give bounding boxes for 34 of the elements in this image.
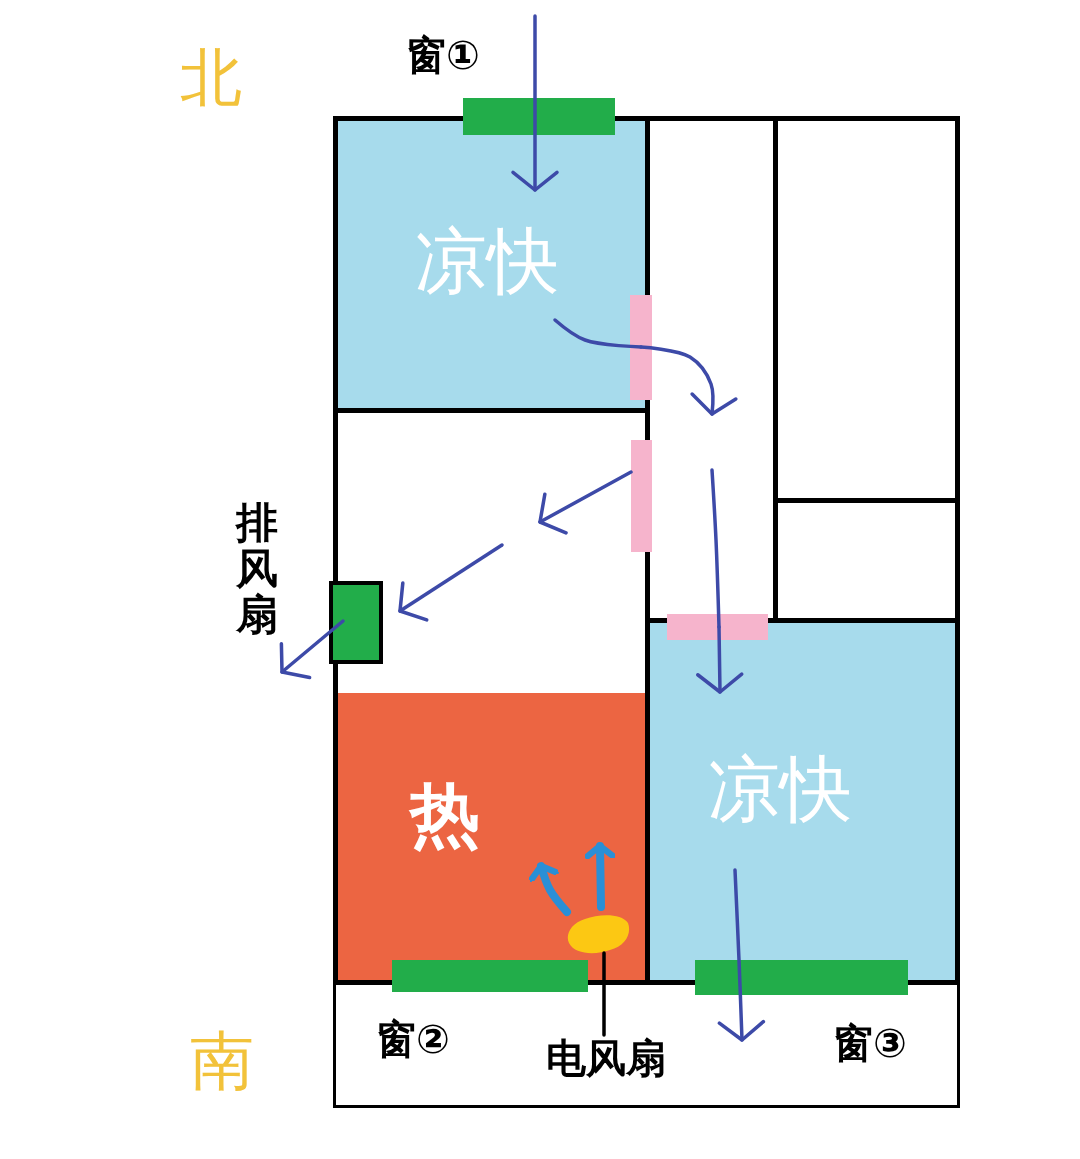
window-bar [463,98,615,135]
fan-label: 电风扇 [536,1035,675,1082]
compass-label: 南 [190,1026,254,1097]
room [333,116,650,413]
arrow [538,470,633,535]
window-bar [695,960,908,995]
arrow [584,842,616,911]
door-bar [667,614,768,640]
leader-line [602,951,606,1037]
fan-blob [565,913,630,955]
arrow [695,625,744,694]
room [778,116,960,503]
room [333,693,650,985]
arrow [398,543,504,622]
room-label: 凉快 [415,222,559,302]
room-label: 热 [410,776,480,854]
compass-label: 北 [180,44,242,113]
arrow [279,619,345,680]
flow-line [553,318,643,349]
window-bar [392,960,588,992]
window-label: 窗③ [833,1021,907,1065]
room-label: 凉快 [708,750,852,830]
arrow [511,14,559,192]
window-label: 窗② [376,1017,450,1061]
arrow [639,345,738,416]
balcony [333,985,960,1108]
corridor [650,116,778,618]
arrow [717,868,766,1042]
exhaust-fan-label: 排风扇 [236,500,278,639]
flow-line [710,468,721,629]
arrow [528,862,571,916]
room [650,618,960,985]
hall [333,413,650,693]
window-label: 窗① [406,33,480,77]
